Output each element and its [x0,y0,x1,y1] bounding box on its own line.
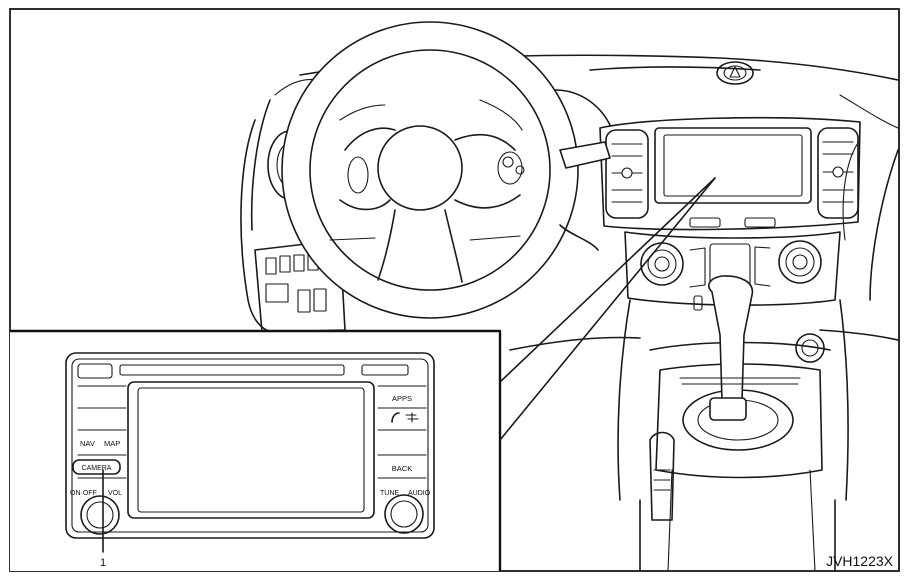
phone-icon [391,412,400,423]
vol-label: VOL [108,490,122,497]
voice-icon [405,412,419,423]
gear-shifter[interactable] [708,275,754,401]
dash-display [654,127,812,204]
tune-label: TUNE [380,490,399,497]
cd-slot [119,364,345,376]
figure-code: JVH1223X [826,553,894,569]
audio-label: AUDIO [408,490,431,497]
callout-number: 1 [100,557,106,569]
right-climate-knob[interactable] [778,240,822,284]
callout-connector [499,177,716,441]
map-label: MAP [104,439,120,448]
eject-button[interactable] [361,364,409,376]
apps-label: APPS [392,394,412,403]
top-left-button[interactable] [77,363,113,379]
right-vent [817,127,859,219]
head-unit-screen [127,381,375,519]
left-vent [605,129,649,219]
camera-label: CAMERA [82,465,112,472]
onoff-label: ON·OFF [70,490,97,497]
steering-wheel [281,21,611,319]
hazard-triangle-icon[interactable] [729,66,741,78]
phone-button[interactable] [391,412,419,423]
camera-button[interactable] [72,459,121,475]
tune-knob[interactable] [384,494,424,534]
head-unit: NAV MAP CAMERA APPS BACK ON·OFF VOL [65,352,435,539]
volume-knob[interactable] [80,495,120,535]
back-label: BACK [392,464,412,473]
nav-label: NAV [80,439,95,448]
inset-panel: NAV MAP CAMERA APPS BACK ON·OFF VOL [10,329,502,571]
